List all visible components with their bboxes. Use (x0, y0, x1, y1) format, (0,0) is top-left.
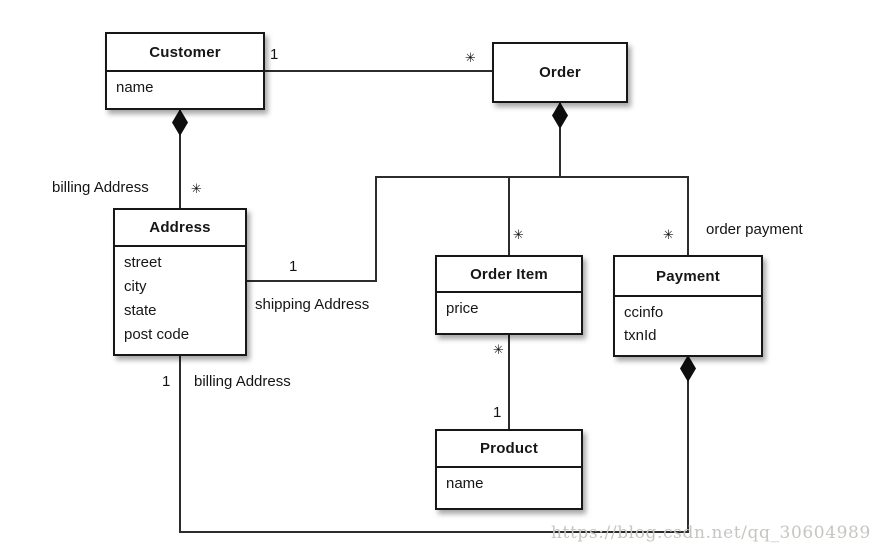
role-order-payment: order payment (706, 221, 803, 238)
edge-order-payment (687, 176, 689, 255)
role-billing-address-bottom: billing Address (194, 373, 291, 390)
class-address: Address street city state post code (113, 208, 247, 356)
edge-customer-address (179, 110, 181, 208)
role-shipping-address: shipping Address (255, 296, 370, 313)
class-payment: Payment ccinfo txnId (613, 255, 763, 357)
attribute: name (116, 79, 154, 96)
edge-order-orderitem (508, 176, 510, 255)
edge-payment-billing (687, 356, 689, 533)
composition-diamond-payment (680, 355, 696, 382)
edge-address-billing (179, 356, 181, 533)
multiplicity-order-item-end: ✳ (513, 227, 524, 242)
class-address-attributes: street city state post code (115, 247, 245, 347)
attribute: city (124, 278, 147, 295)
edge-orderitem-product (508, 335, 510, 429)
class-order: Order (492, 42, 628, 103)
composition-diamond-customer (172, 109, 188, 136)
attribute: name (446, 475, 484, 492)
multiplicity-billing-address-end: ✳ (191, 181, 202, 196)
edge-shipping-address (247, 280, 377, 282)
edge-customer-order (265, 70, 492, 72)
class-customer: Customer name (105, 32, 265, 110)
class-order-item: Order Item price (435, 255, 583, 335)
composition-diamond-order (552, 102, 568, 129)
edge-order-junction (559, 103, 561, 178)
class-product-title: Product (437, 431, 581, 468)
multiplicity-customer-end: 1 (270, 46, 279, 63)
class-order-title: Order (539, 64, 581, 81)
edge-billing-horizontal (179, 531, 689, 533)
class-customer-title: Customer (107, 34, 263, 72)
multiplicity-order-end: ✳ (465, 50, 476, 65)
edge-junction-horizontal (375, 176, 689, 178)
class-product-attributes: name (437, 468, 581, 495)
edge-junction-left-vertical (375, 176, 377, 282)
class-customer-attributes: name (107, 72, 263, 99)
watermark-url: https://blog.csdn.net/qq_30604989 (551, 523, 871, 543)
attribute: street (124, 254, 162, 271)
attribute: state (124, 302, 157, 319)
class-order-item-title: Order Item (437, 257, 581, 293)
class-order-item-attributes: price (437, 293, 581, 320)
class-payment-title: Payment (615, 257, 761, 297)
attribute: post code (124, 326, 190, 343)
multiplicity-shipping-address-end: 1 (289, 258, 298, 275)
class-payment-attributes: ccinfo txnId (615, 297, 761, 347)
attribute: ccinfo (624, 304, 664, 321)
multiplicity-payment-end: ✳ (663, 227, 674, 242)
class-address-title: Address (115, 210, 245, 247)
attribute: txnId (624, 327, 657, 344)
multiplicity-product-end: 1 (493, 404, 502, 421)
attribute: price (446, 300, 479, 317)
multiplicity-orderitem-product-end: ✳ (493, 342, 504, 357)
multiplicity-billing-address-bottom-end: 1 (162, 373, 171, 390)
class-product: Product name (435, 429, 583, 510)
role-billing-address-top: billing Address (52, 179, 149, 196)
